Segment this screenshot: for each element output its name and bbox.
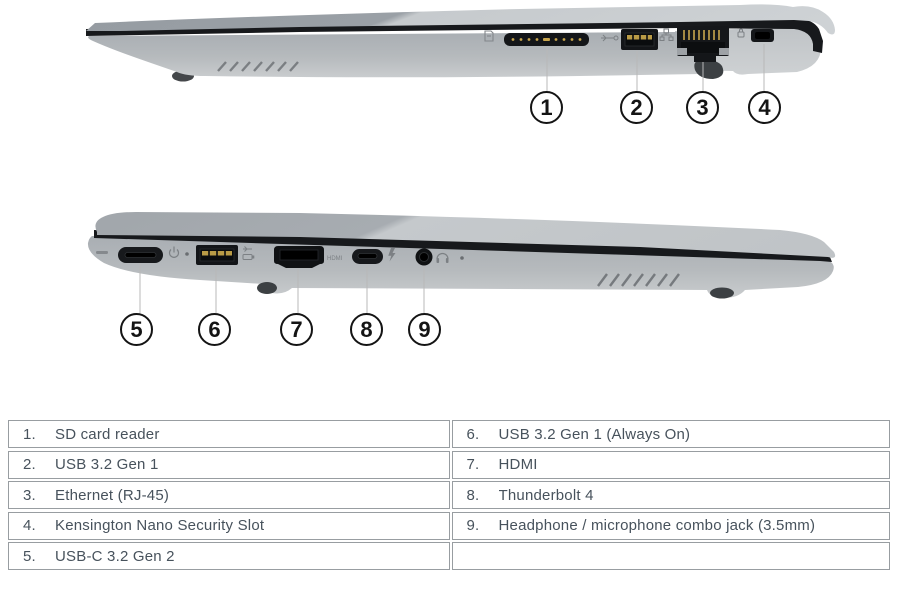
table-row: 4. Kensington Nano Security Slot [8,511,450,540]
thunderbolt-4-port [352,249,383,264]
row-number: 8. [466,486,480,504]
laptop-left-rear-foot [710,287,734,299]
table-row: 6. USB 3.2 Gen 1 (Always On) [451,420,890,448]
microphone-led-dot [460,256,464,260]
table-row-empty [451,542,890,571]
headphone-mic-combo-jack [415,248,433,266]
laptop-right-rear-foot [694,60,724,79]
charging-led-dot [185,252,189,256]
callout-2: 2 [620,91,653,124]
row-label: USB-C 3.2 Gen 2 [55,547,175,565]
table-row: 2. USB 3.2 Gen 1 [8,450,450,479]
row-label: USB 3.2 Gen 1 (Always On) [498,425,691,443]
callout-8: 8 [350,313,383,346]
callout-3: 3 [686,91,719,124]
laptop-right-lid [86,4,835,35]
ports-legend-right-column: 6. USB 3.2 Gen 1 (Always On) 7. HDMI 8. … [451,420,890,571]
callout-6: 6 [198,313,231,346]
sd-slot-pins [511,38,582,41]
row-number: 1. [23,425,36,443]
thunderbolt-icon [388,248,396,262]
kensington-nano-security-slot [751,29,774,42]
table-row: 3. Ethernet (RJ-45) [8,481,450,510]
ethernet-rj45-port [677,26,729,62]
callout-5: 5 [120,313,153,346]
row-label: Ethernet (RJ-45) [55,486,170,504]
laptop-left-gap [94,230,832,262]
table-row: 1. SD card reader [8,420,450,448]
usb-c-3-2-gen2-port [118,247,163,263]
callout-1: 1 [530,91,563,124]
laptop-right-base [88,32,701,78]
usb-c-speed-icon [96,251,108,254]
power-icon [168,246,180,258]
row-number: 5. [23,547,36,565]
ports-legend-table: 1. SD card reader 2. USB 3.2 Gen 1 3. Et… [8,420,890,571]
table-row: 9. Headphone / microphone combo jack (3.… [451,511,890,540]
table-row: 5. USB-C 3.2 Gen 2 [8,542,450,571]
callout-4: 4 [748,91,781,124]
usb-a-always-on-port [196,245,238,265]
leader-lines-top [546,44,765,91]
row-label: USB 3.2 Gen 1 [55,456,159,474]
usb-always-on-icon [242,246,255,260]
row-label: Kensington Nano Security Slot [55,517,265,535]
callout-9: 9 [408,313,441,346]
row-number: 2. [23,456,36,474]
callout-7: 7 [280,313,313,346]
row-number: 9. [466,517,480,535]
row-label: HDMI [498,456,538,474]
row-number: 4. [23,517,36,535]
row-label: Thunderbolt 4 [498,486,594,504]
laptop-right-side-view [86,4,835,91]
headphone-icon [436,252,449,263]
usb-ss-icon [601,34,619,42]
table-row: 7. HDMI [451,450,890,479]
table-row: 8. Thunderbolt 4 [451,481,890,510]
row-number: 3. [23,486,36,504]
row-number: 7. [466,456,480,474]
row-label: SD card reader [55,425,160,443]
hdmi-port-label: HDMI [327,256,343,262]
laptop-left-lid [95,212,836,258]
row-number: 6. [466,425,480,443]
laptop-left-front-foot [257,282,277,294]
row-label: Headphone / microphone combo jack (3.5mm… [498,517,816,535]
ports-legend-left-column: 1. SD card reader 2. USB 3.2 Gen 1 3. Et… [8,420,450,571]
laptop-left-vents [597,273,680,287]
laptop-left-side-view: HDMI [87,212,836,313]
ethernet-icon [659,28,674,41]
laptop-right-vents [217,61,299,72]
kensington-lock-icon [737,28,745,38]
usb-a-3-2-gen1-port [621,29,658,50]
sd-card-icon [484,30,494,42]
leader-lines-bottom [139,263,425,313]
hdmi-port [274,246,324,268]
